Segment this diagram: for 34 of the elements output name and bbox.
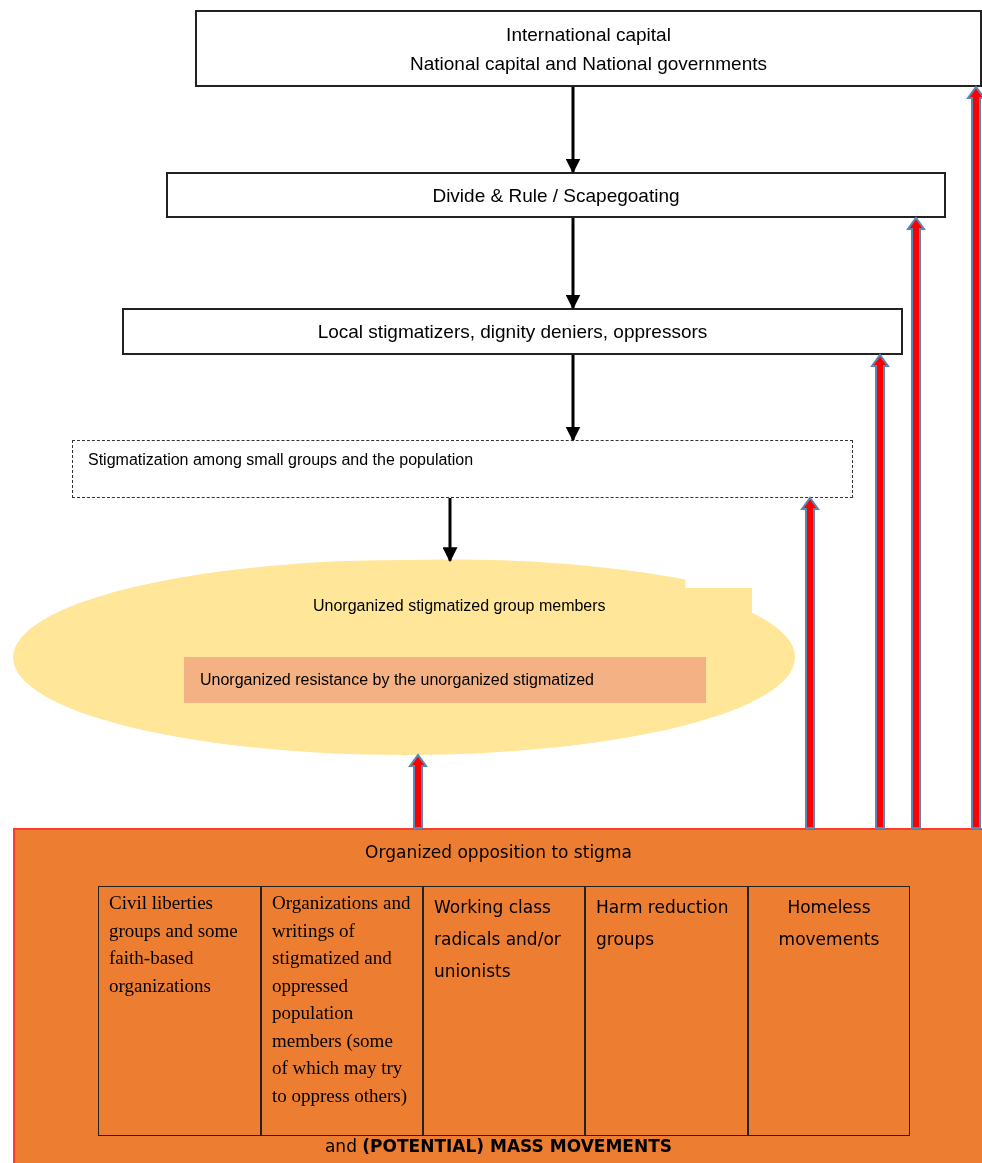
table-cell [98, 886, 261, 1136]
node-label: International capital [506, 22, 671, 47]
block-arrow [800, 496, 820, 829]
block-arrow [966, 85, 982, 829]
resistance-box [184, 657, 706, 703]
table-cell [261, 886, 423, 1136]
arrow [565, 355, 581, 442]
block-arrow [906, 216, 926, 829]
node-label: Stigmatization among small groups and the population [88, 451, 475, 469]
table-cell [585, 886, 748, 1136]
panel [13, 828, 982, 1163]
group-name: Working class radicals and/or unionists [434, 896, 562, 983]
group-name: Homeless movements [777, 896, 881, 951]
table-cell [423, 886, 585, 1136]
node-label: Unorganized resistance by the unorganized stigmatized [200, 671, 594, 689]
table-cell [748, 886, 910, 1136]
node-label: National capital and National governments [410, 51, 767, 76]
panel-title: Organized opposition to stigma [364, 842, 633, 862]
node-label: Divide & Rule / Scapegoating [432, 183, 680, 208]
block-arrow [408, 753, 428, 829]
arrow [442, 498, 458, 563]
node-label: Local stigmatizers, dignity deniers, oppressors [317, 320, 708, 344]
process-box [195, 10, 982, 87]
panel-footer: and (POTENTIAL) MASS MOVEMENTS [15, 1136, 982, 1156]
process-box [122, 308, 903, 355]
group-name: Civil liberties groups and some faith-based organizations [109, 891, 239, 998]
dashed-box [72, 440, 853, 498]
arrow [565, 218, 581, 310]
node-label: Unorganized stigmatized group members [313, 597, 606, 615]
arrow [565, 87, 581, 174]
group-name: Harm reduction groups [596, 896, 730, 951]
process-box [166, 172, 946, 218]
block-arrow [870, 353, 890, 829]
group-name: Organizations and writings of stigmatized and oppressed population members (some of which may try to oppress others) [272, 891, 412, 1108]
